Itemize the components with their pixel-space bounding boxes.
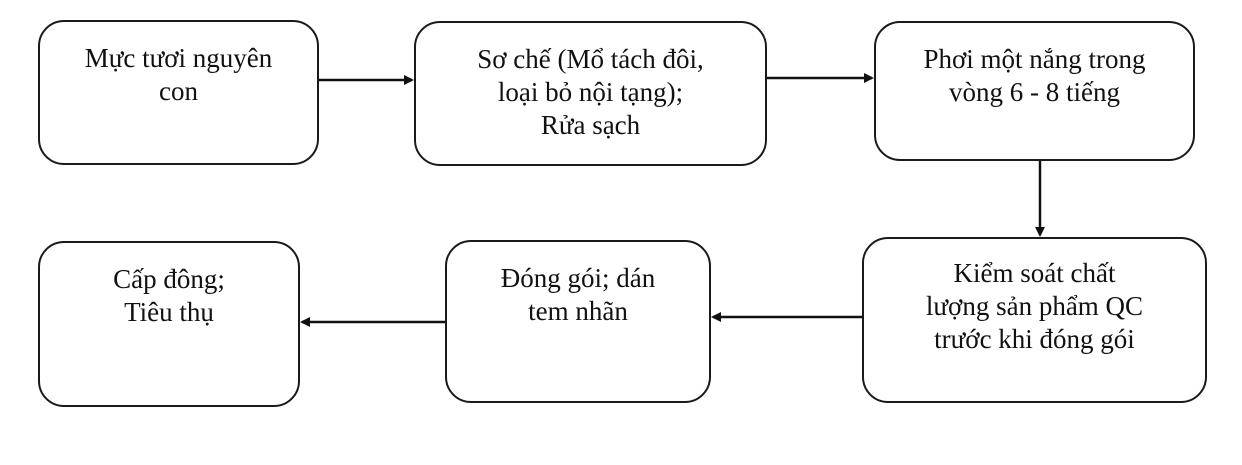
node-quality-control-line-1: Kiểm soát chất (953, 258, 1116, 288)
node-sun-drying-line-2: vòng 6 - 8 tiếng (949, 77, 1120, 107)
node-quality-control: Kiểm soát chất lượng sản phẩm QC trước k… (862, 237, 1207, 403)
node-sun-drying: Phơi một nắng trong vòng 6 - 8 tiếng (874, 21, 1195, 161)
node-sun-drying-line-1: Phơi một nắng trong (923, 44, 1146, 74)
node-fresh-squid-line-2: con (159, 76, 198, 106)
node-quality-control-line-3: trước khi đóng gói (934, 324, 1135, 354)
node-packaging-line-2: tem nhãn (528, 296, 628, 326)
node-freezing-consumption-line-1: Cấp đông; (113, 264, 225, 294)
node-freezing-consumption: Cấp đông; Tiêu thụ (38, 241, 300, 407)
node-preprocessing: Sơ chế (Mổ tách đôi, loại bỏ nội tạng); … (414, 21, 767, 166)
node-packaging: Đóng gói; dán tem nhãn (445, 240, 711, 403)
node-quality-control-line-2: lượng sản phẩm QC (925, 291, 1144, 321)
node-preprocessing-line-1: Sơ chế (Mổ tách đôi, (477, 44, 704, 74)
node-packaging-line-1: Đóng gói; dán (500, 263, 656, 293)
node-preprocessing-line-2: loại bỏ nội tạng); (497, 77, 684, 107)
node-preprocessing-line-3: Rửa sạch (540, 110, 641, 140)
node-fresh-squid-line-1: Mực tươi nguyên (84, 43, 273, 73)
node-freezing-consumption-line-2: Tiêu thụ (124, 297, 214, 327)
node-fresh-squid: Mực tươi nguyên con (38, 20, 319, 165)
